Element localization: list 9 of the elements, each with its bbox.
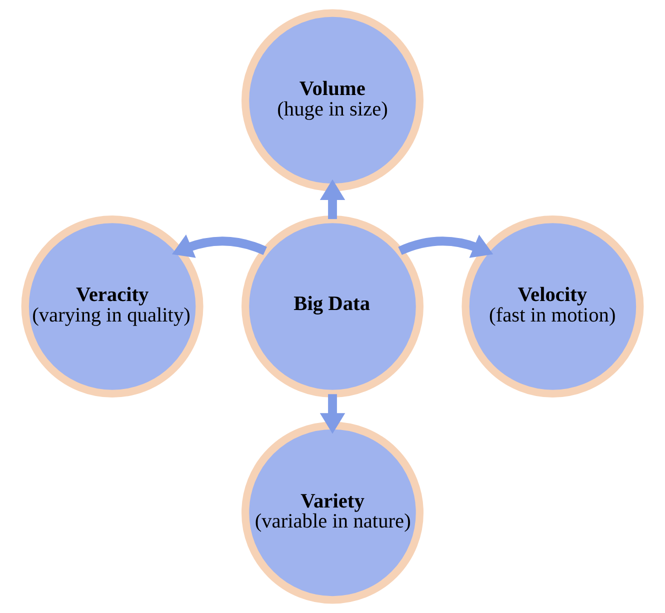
node-circle: Volume (huge in size)	[241, 9, 424, 192]
arrow	[398, 234, 494, 258]
arrow	[320, 179, 346, 220]
arrow	[172, 234, 267, 258]
node-circle: Big Data	[241, 215, 424, 398]
node-circle: Variety (variable in nature)	[241, 422, 424, 604]
node-circle: Velocity (fast in motion)	[462, 215, 644, 398]
node-circle: Veracity (varying in quality)	[21, 215, 204, 398]
arrow	[320, 394, 346, 434]
